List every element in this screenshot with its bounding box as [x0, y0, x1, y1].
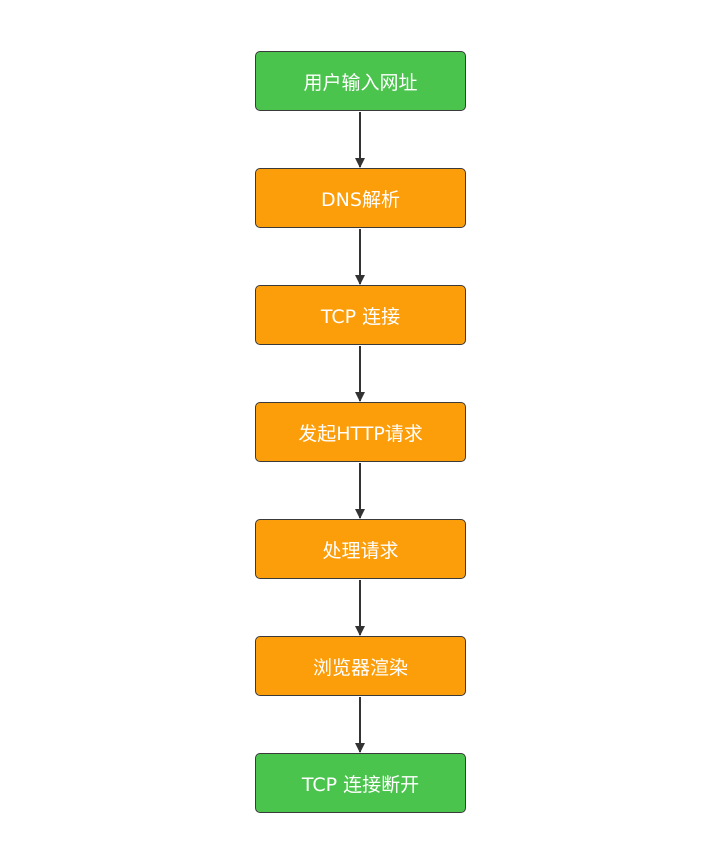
step-tcp-connect: TCP 连接: [255, 285, 466, 345]
step-browser-render: 浏览器渲染: [255, 636, 466, 696]
step-handle-request: 处理请求: [255, 519, 466, 579]
step-label: DNS解析: [321, 188, 400, 211]
step-label: TCP 连接: [320, 305, 401, 328]
step-label: 用户输入网址: [303, 71, 418, 94]
step-user-input-url: 用户输入网址: [255, 51, 466, 111]
step-label: 处理请求: [322, 539, 399, 562]
step-tcp-disconnect: TCP 连接断开: [255, 753, 466, 813]
step-label: 发起HTTP请求: [298, 422, 423, 445]
step-label: 浏览器渲染: [312, 656, 408, 679]
step-dns-resolution: DNS解析: [255, 168, 466, 228]
step-send-http-request: 发起HTTP请求: [255, 402, 466, 462]
step-label: TCP 连接断开: [301, 773, 420, 796]
